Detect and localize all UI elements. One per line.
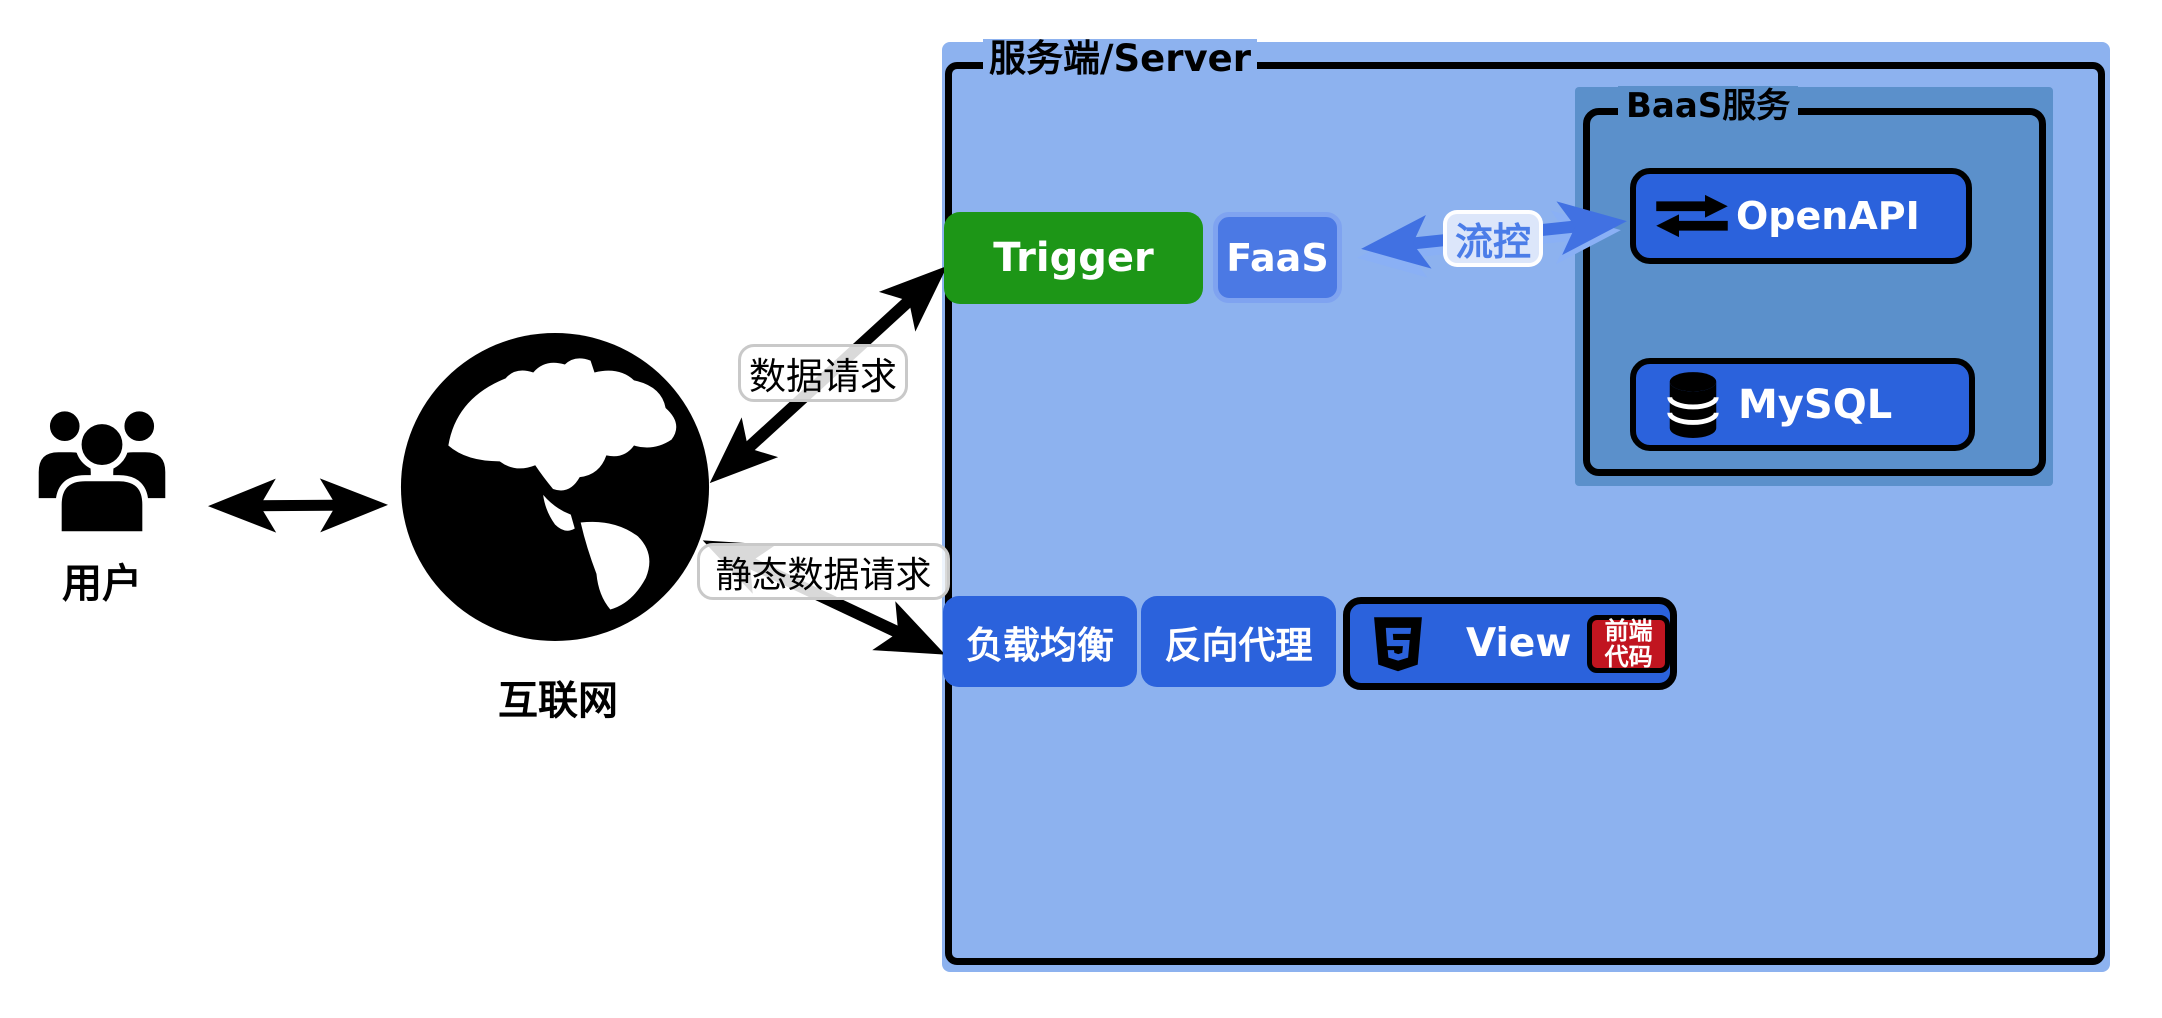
reverse-proxy-label: 反向代理 bbox=[1164, 623, 1313, 667]
database-icon bbox=[1667, 371, 1719, 438]
internet-label: 互联网 bbox=[498, 678, 618, 724]
reverse-proxy-node: 反向代理 bbox=[1141, 596, 1336, 687]
mysql-label: MySQL bbox=[1738, 381, 1893, 428]
faas-node: FaaS bbox=[1213, 212, 1342, 303]
users-internet-arrow bbox=[208, 478, 388, 533]
globe-icon bbox=[400, 332, 710, 642]
load-balancer-label: 负载均衡 bbox=[966, 623, 1114, 667]
openapi-label: OpenAPI bbox=[1736, 194, 1920, 238]
view-label: View bbox=[1466, 621, 1572, 666]
baas-box-title: BaaS服务 bbox=[1618, 86, 1799, 126]
data-request-pill: 数据请求 bbox=[738, 344, 908, 402]
static-data-request-pill: 静态数据请求 bbox=[697, 543, 950, 600]
mysql-node: MySQL bbox=[1630, 358, 1975, 451]
exchange-arrows-icon bbox=[1656, 194, 1728, 238]
view-node: View 前端 代码 bbox=[1343, 597, 1677, 690]
load-balancer-node: 负载均衡 bbox=[943, 596, 1137, 687]
trigger-node: Trigger bbox=[944, 212, 1203, 304]
users-label: 用户 bbox=[62, 561, 142, 607]
trigger-label: Trigger bbox=[993, 235, 1154, 281]
flow-control-pill: 流控 bbox=[1443, 210, 1543, 267]
html5-icon bbox=[1374, 616, 1422, 671]
openapi-node: OpenAPI bbox=[1630, 168, 1972, 264]
users-icon bbox=[33, 406, 171, 536]
frontend-code-badge: 前端 代码 bbox=[1587, 614, 1670, 673]
server-box-border bbox=[945, 62, 2105, 965]
baas-box-border bbox=[1583, 108, 2046, 476]
server-box-title: 服务端/Server bbox=[983, 39, 1257, 79]
frontend-code-badge-line2: 代码 bbox=[1604, 642, 1653, 671]
faas-label: FaaS bbox=[1226, 235, 1329, 280]
frontend-code-badge-line1: 前端 bbox=[1604, 616, 1653, 645]
